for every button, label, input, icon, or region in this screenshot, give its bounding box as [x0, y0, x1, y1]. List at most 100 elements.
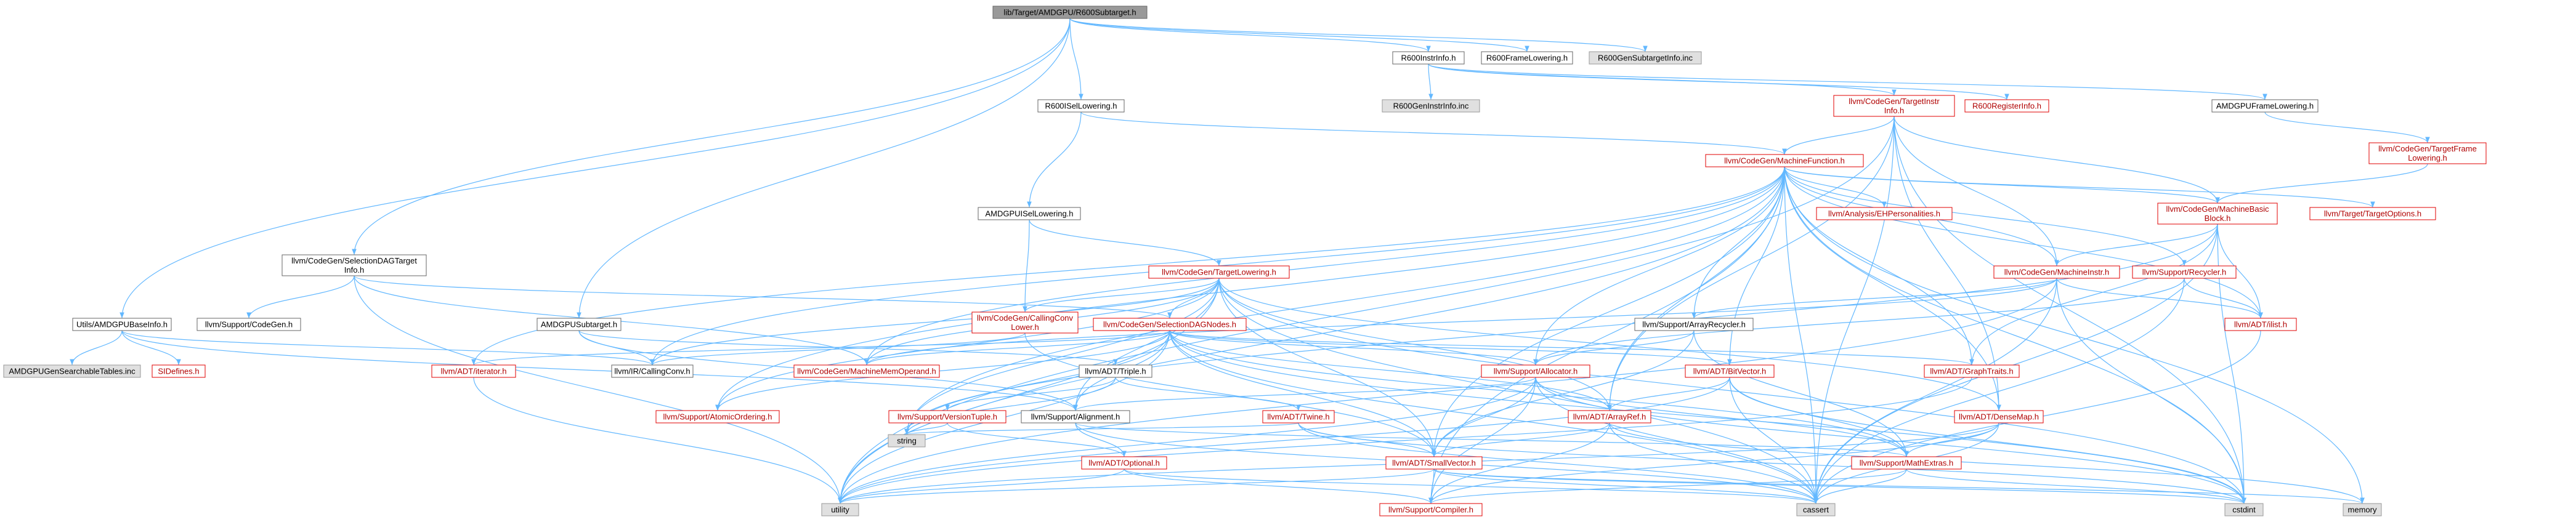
node-triple[interactable]: llvm/ADT/Triple.h — [1079, 364, 1152, 378]
node-box-amdgpusubtarget — [537, 318, 622, 331]
node-label-selectiondagtargetinfo-0: llvm/CodeGen/SelectionDAGTarget — [291, 256, 417, 265]
node-machinefunction[interactable]: llvm/CodeGen/MachineFunction.h — [1705, 154, 1864, 167]
node-box-allocator — [1481, 364, 1590, 378]
edge-targetlowering-to-densemap — [1218, 278, 2001, 411]
node-label-r600gensubtargetinfo-0: R600GenSubtargetInfo.inc — [1598, 54, 1693, 63]
node-densemap[interactable]: llvm/ADT/DenseMap.h — [1954, 410, 2044, 424]
node-utils-amdgpubaseinfo[interactable]: Utils/AMDGPUBaseInfo.h — [72, 318, 172, 331]
node-callingconv[interactable]: llvm/IR/CallingConv.h — [611, 364, 694, 378]
edge-densemap-to-compiler — [1428, 422, 1999, 504]
edge-r600instrinfo-to-amdgpuframelowering — [1428, 63, 2267, 100]
edge-machinefunction-to-memory — [1784, 166, 2365, 504]
node-label-alignment-0: llvm/Support/Alignment.h — [1031, 412, 1120, 422]
node-machineinstr[interactable]: llvm/CodeGen/MachineInstr.h — [1993, 265, 2120, 279]
node-recycler[interactable]: llvm/Support/Recycler.h — [2132, 265, 2237, 279]
edge-triple-to-twine — [1115, 377, 1301, 411]
node-r600isellowering[interactable]: R600ISelLowering.h — [1037, 99, 1125, 113]
node-box-ilist — [2224, 318, 2297, 331]
node-box-machineinstr — [1993, 265, 2120, 279]
node-graphtraits[interactable]: llvm/ADT/GraphTraits.h — [1924, 364, 2020, 378]
node-amdgpuframelowering[interactable]: AMDGPUFrameLowering.h — [2211, 99, 2319, 113]
edge-root-to-r600gensubtargetinfo — [1069, 18, 1648, 52]
node-label-ilist-0: llvm/ADT/ilist.h — [2234, 320, 2287, 329]
edge-targetlowering-to-smallvector — [1218, 278, 1436, 457]
node-sidefines[interactable]: SIDefines.h — [152, 364, 206, 378]
node-versiontuple[interactable]: llvm/Support/VersionTuple.h — [888, 410, 1007, 424]
node-box-recycler — [2132, 265, 2237, 279]
edge-triple-to-versiontuple — [945, 377, 1116, 411]
node-targetlowering[interactable]: llvm/CodeGen/TargetLowering.h — [1148, 265, 1290, 279]
node-ehpersonalities[interactable]: llvm/Analysis/EHPersonalities.h — [1816, 207, 1953, 220]
node-arrayref[interactable]: llvm/ADT/ArrayRef.h — [1568, 410, 1651, 424]
node-arrayrecycler[interactable]: llvm/Support/ArrayRecycler.h — [1634, 318, 1754, 331]
edge-allocator-to-compiler — [1428, 377, 1536, 504]
edge-selectiondagtargetinfo-to-utility — [354, 275, 843, 504]
node-ilist[interactable]: llvm/ADT/ilist.h — [2224, 318, 2297, 331]
node-alignment[interactable]: llvm/Support/Alignment.h — [1021, 410, 1130, 424]
node-mathextras[interactable]: llvm/Support/MathExtras.h — [1851, 456, 1962, 470]
node-support-codegen[interactable]: llvm/Support/CodeGen.h — [196, 318, 301, 331]
edge-targetlowering-to-cassert — [1218, 278, 1818, 504]
node-root[interactable]: lib/Target/AMDGPU/R600Subtarget.h — [992, 6, 1148, 19]
node-atomicordering[interactable]: llvm/Support/AtomicOrdering.h — [655, 410, 780, 424]
node-label-machineinstr-0: llvm/CodeGen/MachineInstr.h — [2004, 268, 2110, 277]
edges-layer — [70, 18, 2430, 504]
node-label-callingconv-0: llvm/IR/CallingConv.h — [614, 367, 690, 376]
node-r600instrinfo[interactable]: R600InstrInfo.h — [1392, 51, 1465, 65]
node-bitvector[interactable]: llvm/ADT/BitVector.h — [1685, 364, 1775, 378]
node-selectiondagnodes[interactable]: llvm/CodeGen/SelectionDAGNodes.h — [1093, 318, 1247, 331]
node-box-amdgpuframelowering — [2211, 99, 2319, 113]
node-optional[interactable]: llvm/ADT/Optional.h — [1081, 456, 1167, 470]
node-box-memory — [2343, 503, 2382, 516]
node-box-selectiondagnodes — [1093, 318, 1247, 331]
node-cassert: cassert — [1796, 503, 1836, 516]
node-label-versiontuple-0: llvm/Support/VersionTuple.h — [897, 412, 997, 422]
node-compiler[interactable]: llvm/Support/Compiler.h — [1379, 503, 1483, 516]
node-label-sidefines-0: SIDefines.h — [158, 367, 199, 376]
node-box-triple — [1079, 364, 1152, 378]
edge-machineinstr-to-machinememoperand — [864, 278, 2057, 366]
node-machinememoperand[interactable]: llvm/CodeGen/MachineMemOperand.h — [793, 364, 940, 378]
edge-machineinstr-to-cstdint — [2056, 278, 2246, 504]
node-box-machinefunction — [1705, 154, 1864, 167]
edge-root-to-r600isellowering — [1069, 18, 1083, 100]
node-amdgpuisellowering[interactable]: AMDGPUISelLowering.h — [978, 207, 1081, 220]
node-box-r600instrinfo — [1392, 51, 1465, 65]
edge-machineinstr-to-ilist — [2056, 278, 2263, 319]
nodes-layer: lib/Target/AMDGPU/R600Subtarget.hUtils/A… — [3, 6, 2487, 516]
node-box-mathextras — [1851, 456, 1962, 470]
node-label-smallvector-0: llvm/ADT/SmallVector.h — [1392, 459, 1476, 468]
node-r600registerinfo[interactable]: R600RegisterInfo.h — [1964, 99, 2049, 113]
node-box-twine — [1262, 410, 1335, 424]
edge-recycler-to-cassert — [1813, 278, 2185, 504]
edge-targetinstrinfo-to-machineinstr — [1894, 116, 2059, 267]
edge-machineinstr-to-utility — [838, 278, 2057, 504]
edge-alignment-to-optional — [1075, 422, 1127, 457]
node-r600geninstrinfo: R600GenInstrInfo.inc — [1382, 99, 1480, 113]
edge-root-to-r600framelowering — [1069, 18, 1529, 52]
edge-arrayrecycler-to-smallvector — [1432, 330, 1695, 457]
node-amdgpusubtarget[interactable]: AMDGPUSubtarget.h — [537, 318, 622, 331]
edge-machineinstr-to-cassert — [1813, 278, 2057, 504]
node-box-utils-amdgpubaseinfo — [72, 318, 172, 331]
edge-targetinstrinfo-to-arrayref — [1607, 116, 1895, 411]
node-label-root-0: lib/Target/AMDGPU/R600Subtarget.h — [1003, 8, 1136, 17]
node-targetoptions[interactable]: llvm/Target/TargetOptions.h — [2309, 207, 2436, 220]
node-label-cassert-0: cassert — [1803, 505, 1829, 515]
node-label-amdgpuisellowering-0: AMDGPUISelLowering.h — [985, 209, 1073, 219]
node-box-ehpersonalities — [1816, 207, 1953, 220]
edge-r600instrinfo-to-r600registerinfo — [1428, 63, 2009, 100]
edge-arrayref-to-smallvector — [1432, 422, 1610, 457]
node-twine[interactable]: llvm/ADT/Twine.h — [1262, 410, 1335, 424]
node-r600framelowering[interactable]: R600FrameLowering.h — [1481, 51, 1573, 65]
node-smallvector[interactable]: llvm/ADT/SmallVector.h — [1385, 456, 1483, 470]
edge-r600isellowering-to-machinefunction — [1080, 111, 1787, 155]
edge-smallvector-to-cassert — [1433, 468, 1818, 504]
node-iterator[interactable]: llvm/ADT/iterator.h — [431, 364, 516, 378]
node-allocator[interactable]: llvm/Support/Allocator.h — [1481, 364, 1590, 378]
